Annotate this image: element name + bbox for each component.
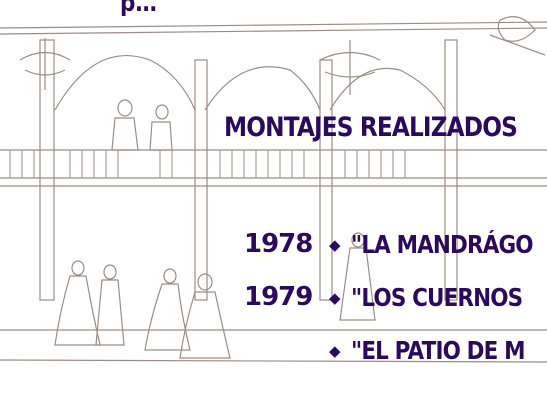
diamond-bullet-icon: ◆ [329, 236, 341, 254]
diamond-bullet-icon: ◆ [329, 342, 341, 360]
year-label: 1979 [244, 282, 313, 312]
slide-title: MONTAJES REALIZADOS [224, 112, 518, 143]
year-label: 1978 [244, 229, 313, 259]
play-title: "EL PATIO DE M [351, 336, 525, 365]
play-title: "LA MANDRÁGO [351, 230, 534, 259]
top-text-fragment: p… [120, 0, 157, 17]
diamond-bullet-icon: ◆ [329, 289, 341, 307]
play-title: "LOS CUERNOS [351, 283, 523, 312]
